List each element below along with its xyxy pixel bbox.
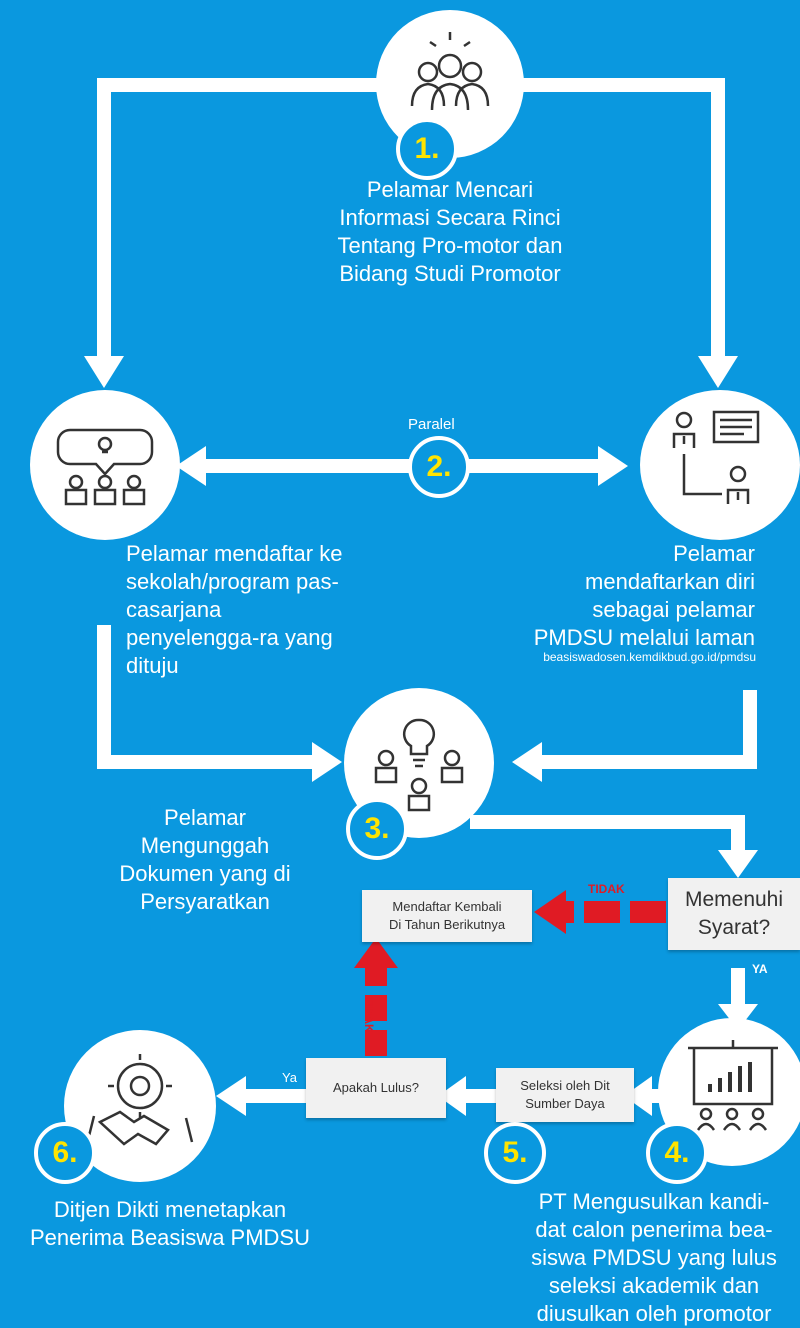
handshake-gear-icon (86, 1054, 194, 1146)
step2-number: 2. (408, 436, 470, 498)
tidak-horizontal-label: TIDAK (588, 882, 625, 896)
step4-text: PT Mengusulkan kandi- dat calon penerima… (531, 1189, 777, 1326)
step6-text: Ditjen Dikti menetapkan Penerima Beasisw… (30, 1197, 310, 1250)
step3-text: Pelamar Mengunggah Dokumen yang di Persy… (119, 805, 291, 914)
ya-label: Ya (282, 1070, 297, 1085)
group-idea-icon (56, 428, 154, 506)
arrow-step1-to-right (520, 78, 725, 358)
apakah-lulus-box: Apakah Lulus? (306, 1058, 446, 1118)
step6-number: 6. (34, 1122, 96, 1184)
arrow-left-to-step3 (97, 625, 318, 769)
ya-caps-label: YA (752, 962, 768, 976)
step3-number: 3. (346, 798, 408, 860)
step4-number: 4. (646, 1122, 708, 1184)
pmdsu-url[interactable]: beasiswadosen.kemdikbud.go.id/pmdsu (543, 650, 756, 664)
register-online-icon (672, 410, 760, 504)
step2-left-icon-circle (30, 390, 180, 540)
step2-left-text: Pelamar mendaftar ke sekolah/program pas… (126, 541, 343, 678)
step1-text: Pelamar Mencari Informasi Secara Rinci T… (337, 177, 563, 286)
arrow-step3-to-check (470, 815, 745, 852)
arrow-right-to-step3 (538, 690, 757, 769)
arrowheads (84, 356, 758, 1116)
parallel-label: Paralel (408, 416, 455, 433)
memenuhi-syarat-box: Memenuhi Syarat? (668, 878, 800, 950)
tidak-vertical-label: TIDAK (362, 996, 376, 1033)
presentation-icon (688, 1040, 778, 1131)
step1-number: 1. (396, 118, 458, 180)
brainstorm-icon (374, 718, 464, 812)
arrow-step1-to-left (97, 78, 378, 358)
mendaftar-kembali-box: Mendaftar Kembali Di Tahun Berikutnya (362, 890, 532, 942)
step5-number: 5. (484, 1122, 546, 1184)
step2-right-text: Pelamar mendaftarkan diri sebagai pelama… (533, 541, 755, 650)
step2-right-icon-circle (640, 390, 800, 540)
seleksi-box: Seleksi oleh Dit Sumber Daya (496, 1068, 634, 1122)
team-icon (410, 32, 490, 111)
